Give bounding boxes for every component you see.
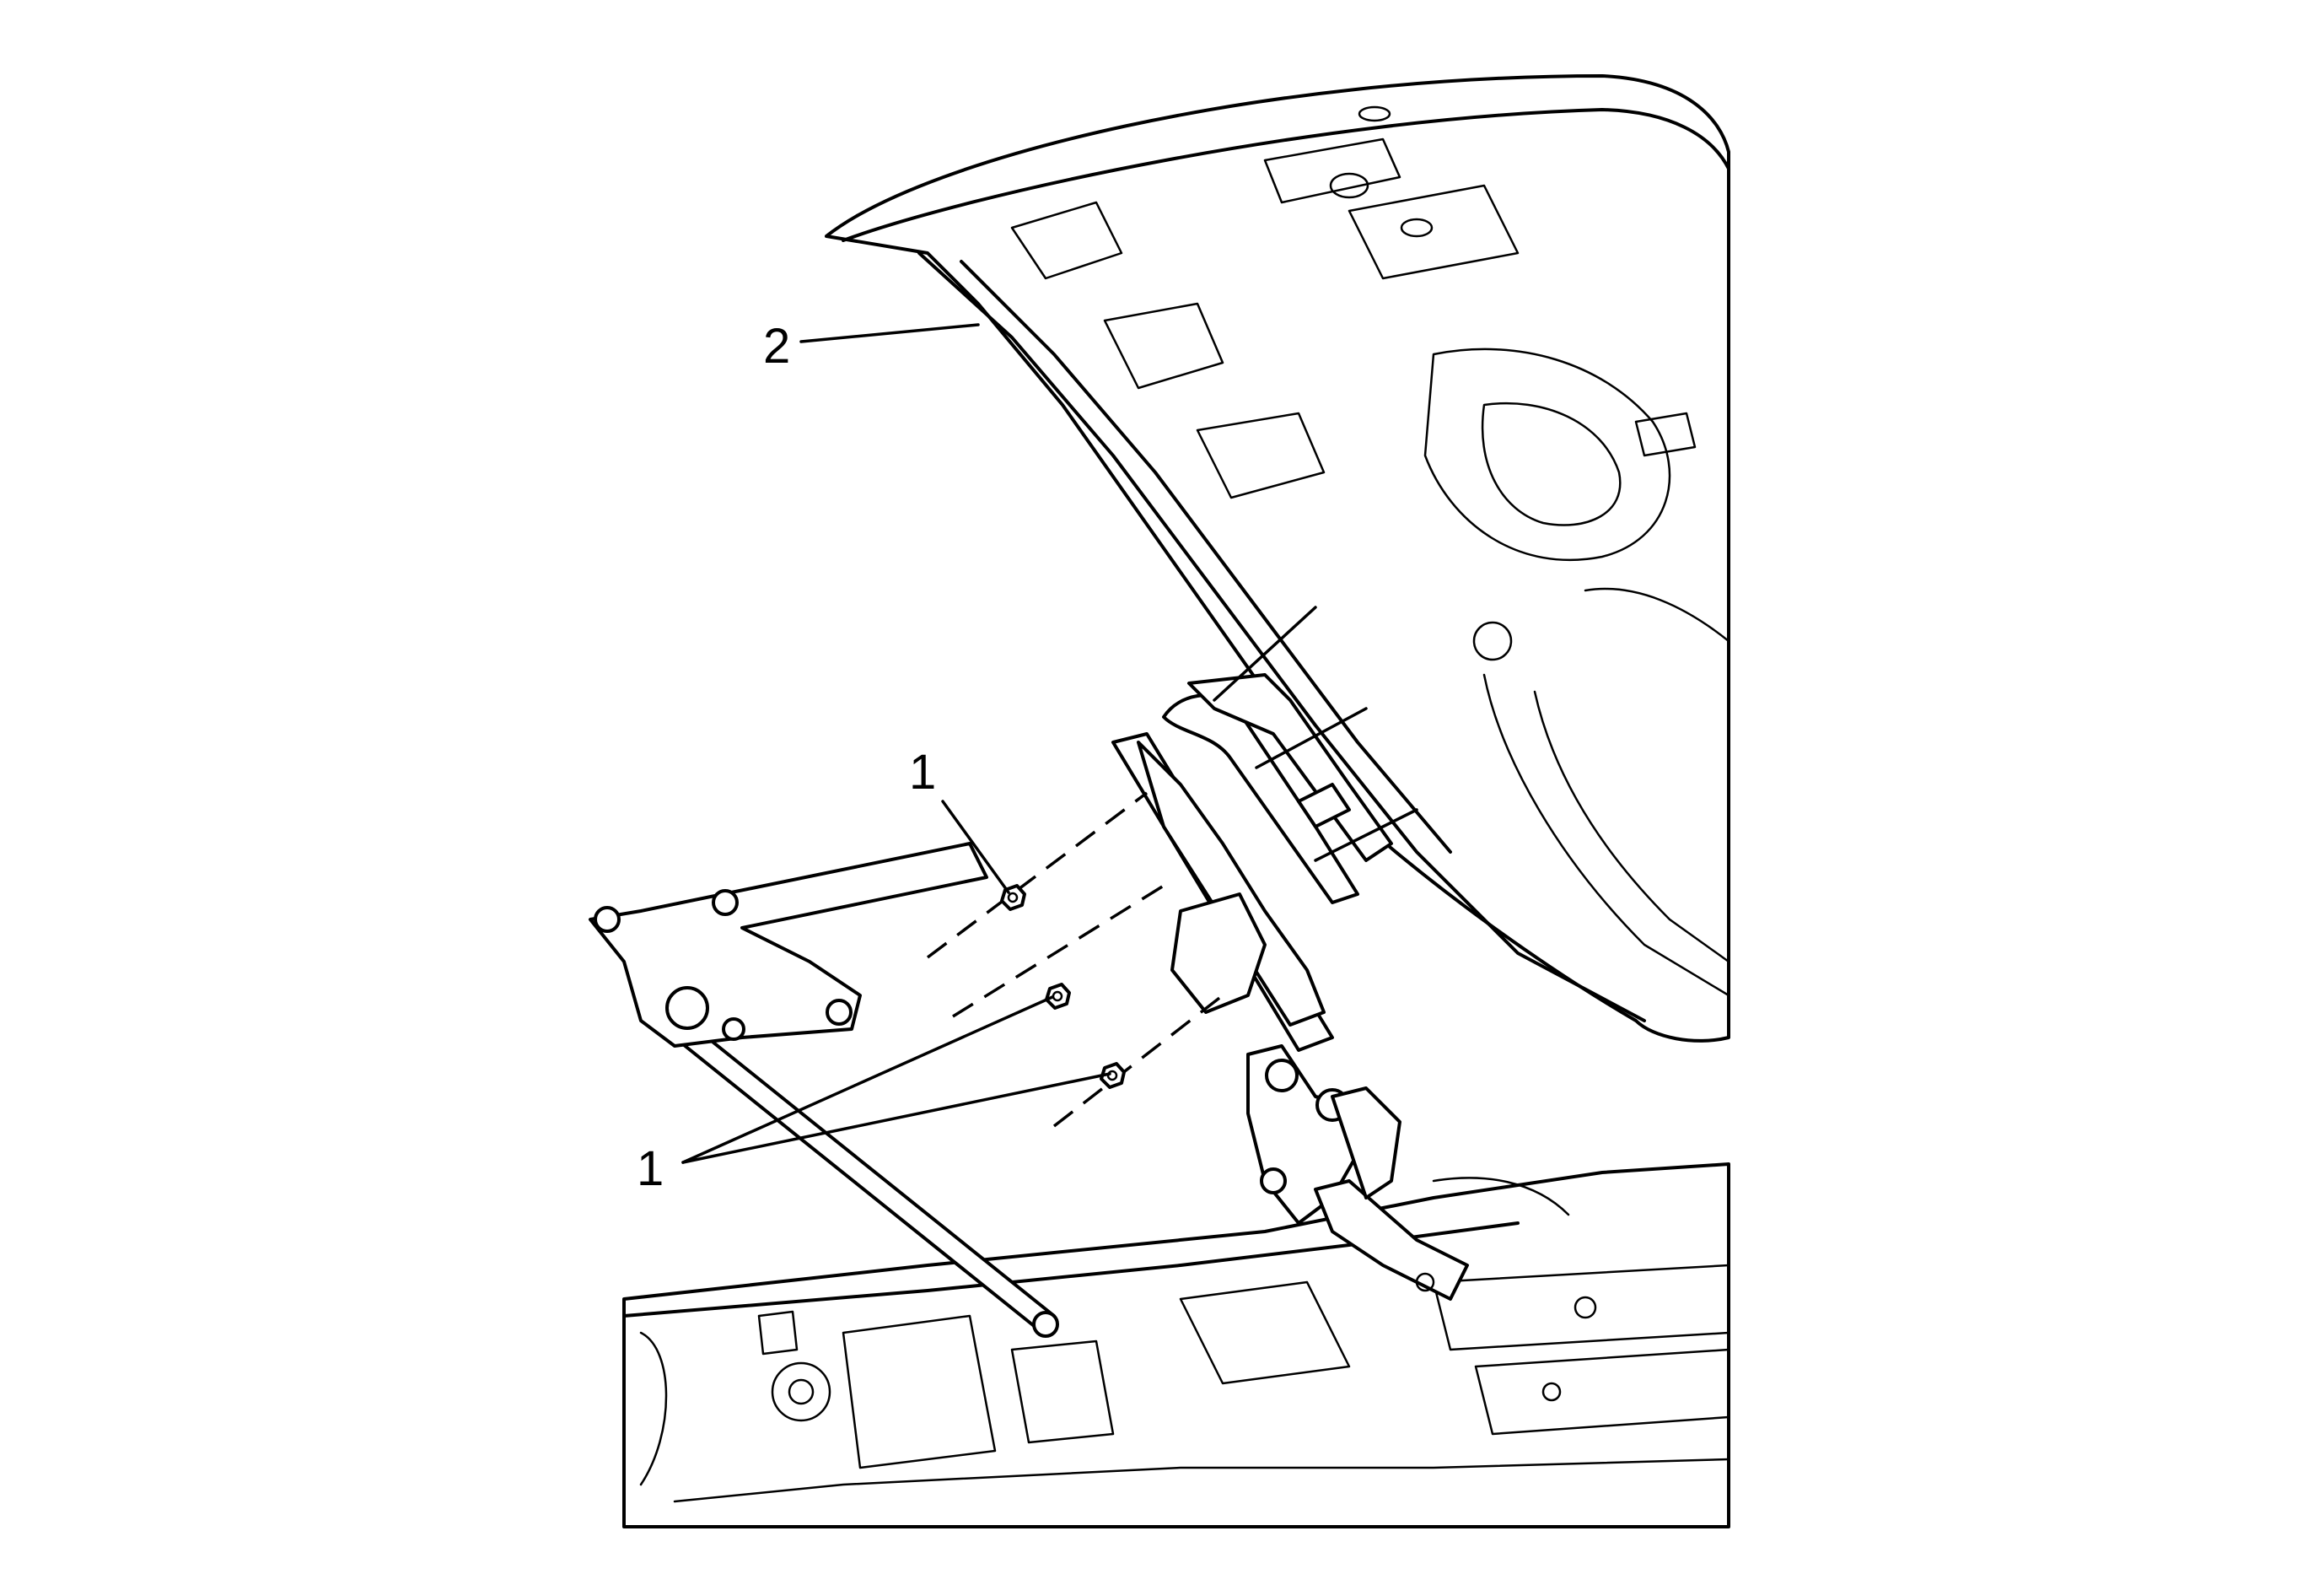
linkage-arm-icon bbox=[589, 842, 988, 1048]
hinge-bracket-icon bbox=[1111, 673, 1469, 1301]
nut-bottom bbox=[1100, 1062, 1126, 1089]
nut-middle bbox=[1045, 983, 1071, 1010]
nut-icon bbox=[1000, 884, 1126, 1089]
leader-lines bbox=[681, 323, 1111, 1164]
lid-panel-icon bbox=[825, 74, 1730, 1043]
callout-nut-top: 1 bbox=[909, 745, 936, 800]
callout-nuts-lower: 1 bbox=[637, 1141, 664, 1196]
stud-guides bbox=[926, 606, 1418, 1128]
callout-liftgate: 2 bbox=[763, 319, 790, 374]
body-structure-icon bbox=[622, 1162, 1730, 1528]
